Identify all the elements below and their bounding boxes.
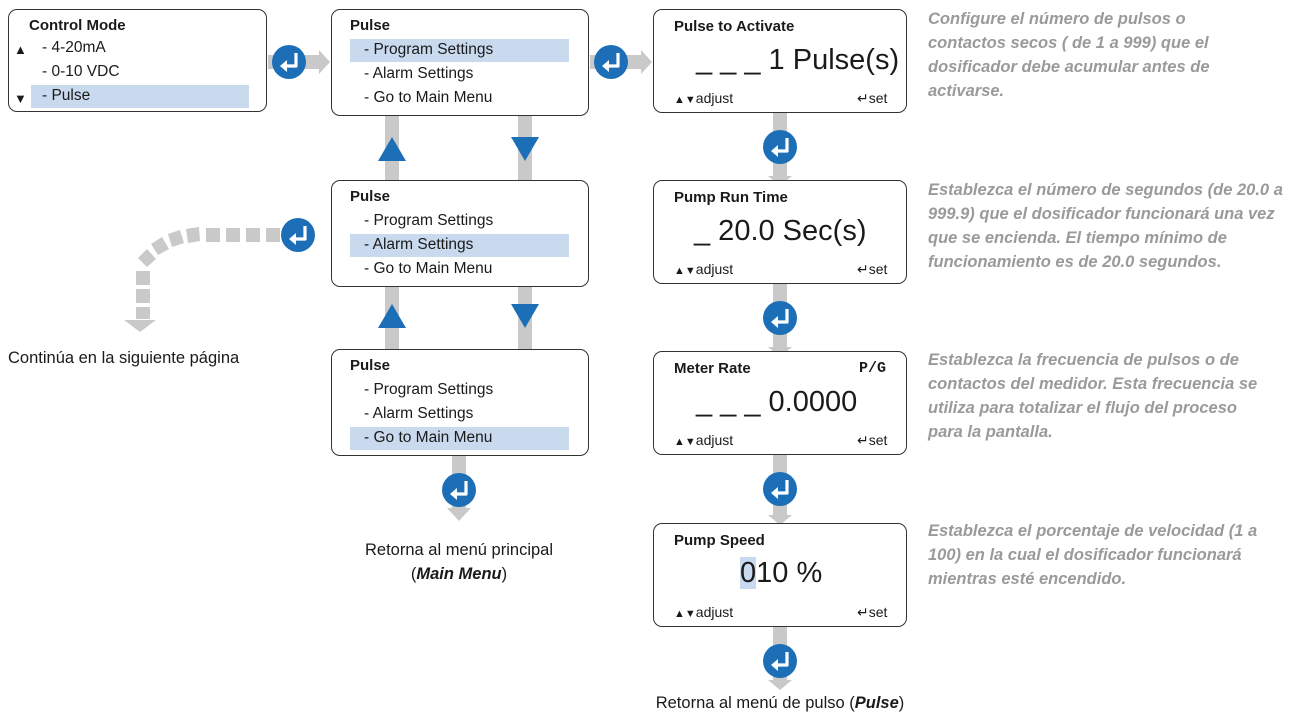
up-down-arrows-icon: ▲▼ xyxy=(674,436,696,448)
return-main-menu-line1: Retorna al menú principal xyxy=(364,541,554,559)
meter-rate-screen: Meter Rate P/G _ _ _ 0.0000 ▲▼adjust ↵se… xyxy=(653,351,907,455)
adjust-label: adjust xyxy=(695,261,734,277)
set-hint: ↵set xyxy=(857,90,887,107)
up-arrow-icon xyxy=(378,304,406,328)
menu-item-program-settings: - Program Settings xyxy=(364,41,494,58)
enter-key-icon: ↵ xyxy=(857,432,869,448)
continue-next-page-caption: Continúa en la siguiente página xyxy=(8,349,240,367)
enter-icon xyxy=(594,45,628,79)
pump-speed-value-rest: 10 % xyxy=(756,557,823,589)
up-down-arrows-icon: ▲▼ xyxy=(674,608,696,620)
pulse-to-activate-screen: Pulse to Activate _ _ _ 1 Pulse(s) ▲▼adj… xyxy=(653,9,907,113)
pulse-to-activate-title: Pulse to Activate xyxy=(674,18,795,35)
selection-highlight xyxy=(350,427,569,450)
meter-rate-description: Establezca la frecuencia de pulsos o de … xyxy=(928,351,1258,441)
adjust-label: adjust xyxy=(695,432,734,448)
connector-arrowhead xyxy=(124,320,156,332)
pulse-to-activate-value: _ _ _ 1 Pulse(s) xyxy=(696,44,900,76)
return-pulse-text: Retorna al menú de pulso ( xyxy=(655,694,855,712)
selection-highlight xyxy=(31,85,249,108)
set-label: set xyxy=(868,90,888,106)
selected-digit: 0 xyxy=(740,557,757,589)
paren-close: ) xyxy=(501,565,508,583)
enter-icon xyxy=(763,644,797,678)
adjust-label: adjust xyxy=(695,604,734,620)
menu-item-go-to-main-menu: - Go to Main Menu xyxy=(364,429,493,446)
meter-rate-value: _ _ _ 0.0000 xyxy=(696,386,858,418)
return-main-menu-line2: (Main Menu) xyxy=(334,562,584,586)
control-mode-item-pulse: - Pulse xyxy=(42,87,91,104)
menu-item-alarm-settings: - Alarm Settings xyxy=(364,405,474,422)
selection-highlight xyxy=(350,39,569,62)
enter-icon xyxy=(763,301,797,335)
enter-icon xyxy=(281,218,315,252)
down-arrow-icon xyxy=(511,137,539,161)
main-menu-label: Main Menu xyxy=(416,565,502,583)
set-label: set xyxy=(868,261,888,277)
connector-arrowhead xyxy=(641,50,652,74)
paren-open: ( xyxy=(410,565,417,583)
pulse-menu-screen-alarm: Pulse - Program Settings - Alarm Setting… xyxy=(331,180,589,287)
pump-run-time-title: Pump Run Time xyxy=(674,189,788,206)
set-label: set xyxy=(868,432,888,448)
menu-item-program-settings: - Program Settings xyxy=(364,212,494,229)
meter-rate-title: Meter Rate xyxy=(674,360,751,377)
pump-speed-value: 010 % xyxy=(740,557,822,590)
control-mode-item-0-10vdc: - 0-10 VDC xyxy=(42,63,120,80)
menu-item-alarm-settings: - Alarm Settings xyxy=(364,236,474,253)
menu-item-alarm-settings: - Alarm Settings xyxy=(364,65,474,82)
up-triangle-icon: ▲ xyxy=(14,42,27,57)
menu-item-program-settings: - Program Settings xyxy=(364,381,494,398)
enter-key-icon: ↵ xyxy=(857,90,869,106)
adjust-label: adjust xyxy=(695,90,734,106)
enter-icon xyxy=(763,472,797,506)
control-mode-title: Control Mode xyxy=(29,17,126,34)
set-label: set xyxy=(868,604,888,620)
paren-close: ) xyxy=(898,694,905,712)
enter-icon xyxy=(763,130,797,164)
pump-speed-title: Pump Speed xyxy=(674,532,765,549)
connector-arrowhead xyxy=(319,50,330,74)
selection-highlight xyxy=(350,234,569,257)
return-main-menu-caption: Retorna al menú principal (Main Menu) xyxy=(334,538,584,586)
pulse-menu-screen-main: Pulse - Program Settings - Alarm Setting… xyxy=(331,349,589,456)
control-mode-item-4-20ma: - 4-20mA xyxy=(42,39,106,56)
pulse-menu-screen-program: Pulse - Program Settings - Alarm Setting… xyxy=(331,9,589,116)
adjust-hint: ▲▼adjust xyxy=(674,432,733,448)
connector-arrowhead xyxy=(447,508,471,521)
down-triangle-icon: ▼ xyxy=(14,91,27,106)
pump-speed-screen: Pump Speed 010 % ▲▼adjust ↵set xyxy=(653,523,907,627)
menu-item-go-to-main-menu: - Go to Main Menu xyxy=(364,260,493,277)
enter-key-icon: ↵ xyxy=(857,604,869,620)
pulse-menu-title: Pulse xyxy=(350,188,391,205)
up-arrow-icon xyxy=(378,137,406,161)
enter-icon xyxy=(442,473,476,507)
adjust-hint: ▲▼adjust xyxy=(674,90,733,106)
set-hint: ↵set xyxy=(857,432,887,449)
pump-run-time-screen: Pump Run Time _ 20.0 Sec(s) ▲▼adjust ↵se… xyxy=(653,180,907,284)
enter-key-icon: ↵ xyxy=(857,261,869,277)
dashed-connector-next-page xyxy=(136,227,351,319)
enter-icon xyxy=(272,45,306,79)
meter-rate-unit: P/G xyxy=(859,360,887,377)
pulse-to-activate-description: Configure el número de pulsos o contacto… xyxy=(928,10,1210,100)
adjust-hint: ▲▼adjust xyxy=(674,604,733,620)
up-down-arrows-icon: ▲▼ xyxy=(674,265,696,277)
pulse-label: Pulse xyxy=(854,694,899,712)
pulse-menu-title: Pulse xyxy=(350,17,391,34)
down-arrow-icon xyxy=(511,304,539,328)
adjust-hint: ▲▼adjust xyxy=(674,261,733,277)
return-pulse-menu-caption: Retorna al menú de pulso (Pulse) xyxy=(600,691,960,715)
pulse-menu-title: Pulse xyxy=(350,357,391,374)
set-hint: ↵set xyxy=(857,604,887,621)
pump-speed-description: Establezca el porcentaje de velocidad (1… xyxy=(928,522,1258,588)
pump-run-time-value: _ 20.0 Sec(s) xyxy=(694,215,867,247)
menu-item-go-to-main-menu: - Go to Main Menu xyxy=(364,89,493,106)
control-mode-screen: Control Mode ▲ - 4-20mA - 0-10 VDC ▼ - P… xyxy=(8,9,267,112)
set-hint: ↵set xyxy=(857,261,887,278)
up-down-arrows-icon: ▲▼ xyxy=(674,94,696,106)
pump-run-time-description: Establezca el número de segundos (de 20.… xyxy=(928,181,1283,271)
